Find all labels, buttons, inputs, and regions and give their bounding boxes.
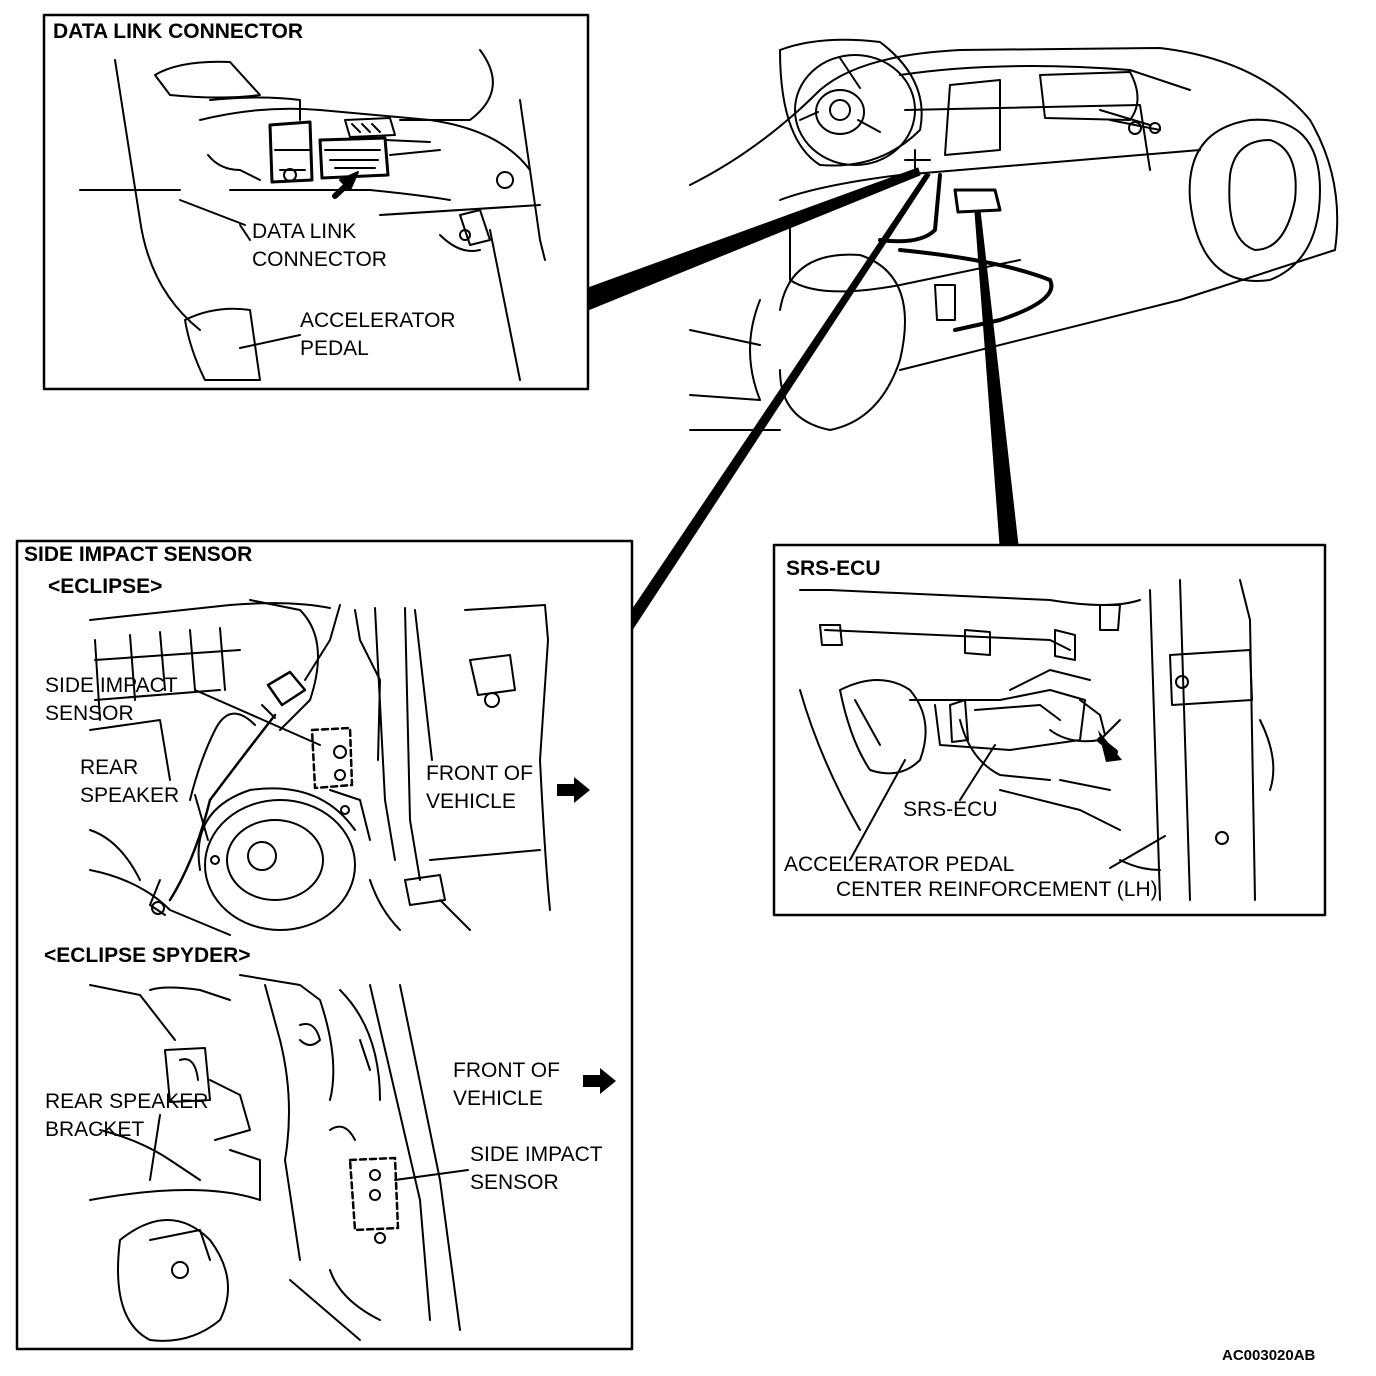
eclipse-spyder-drawing	[89, 974, 461, 1342]
spyder-front-label: FRONT OF VEHICLE	[453, 1059, 560, 1110]
srs-ecu-drawing	[799, 579, 1275, 901]
data-link-connector-label: DATA LINK CONNECTOR	[252, 220, 387, 271]
srs-accelerator-pedal-label: ACCELERATOR PEDAL	[784, 853, 1015, 876]
data-link-panel-title: DATA LINK CONNECTOR	[53, 20, 304, 43]
front-arrow-icon	[557, 777, 616, 1094]
data-link-drawing	[79, 49, 546, 381]
eclipse-front-label: FRONT OF VEHICLE	[426, 762, 533, 813]
eclipse-speaker-label: REAR SPEAKER	[80, 756, 180, 807]
eclipse-drawing	[89, 599, 551, 936]
accelerator-pedal-label: ACCELERATOR PEDAL	[300, 309, 456, 360]
side-impact-panel-frame	[15, 539, 634, 1351]
srs-ecu-panel-title: SRS-ECU	[786, 557, 881, 580]
figure-code: AC003020AB	[1222, 1347, 1316, 1364]
data-link-panel-frame	[42, 13, 590, 391]
eclipse-heading: <ECLIPSE>	[48, 575, 163, 598]
eclipse-sensor-label: SIDE IMPACT SENSOR	[45, 674, 178, 725]
center-reinforcement-label: CENTER REINFORCEMENT (LH)	[836, 878, 1158, 901]
spyder-sensor-label: SIDE IMPACT SENSOR	[470, 1143, 603, 1194]
srs-ecu-panel-frame	[772, 543, 1327, 917]
rear-speaker-bracket-label: REAR SPEAKER BRACKET	[45, 1090, 209, 1141]
eclipse-spyder-heading: <ECLIPSE SPYDER>	[44, 944, 251, 967]
leader-lines	[587, 167, 1019, 631]
side-impact-panel-title: SIDE IMPACT SENSOR	[24, 543, 253, 566]
vehicle-overview-drawing	[689, 38, 1339, 431]
srs-ecu-label: SRS-ECU	[903, 798, 998, 821]
